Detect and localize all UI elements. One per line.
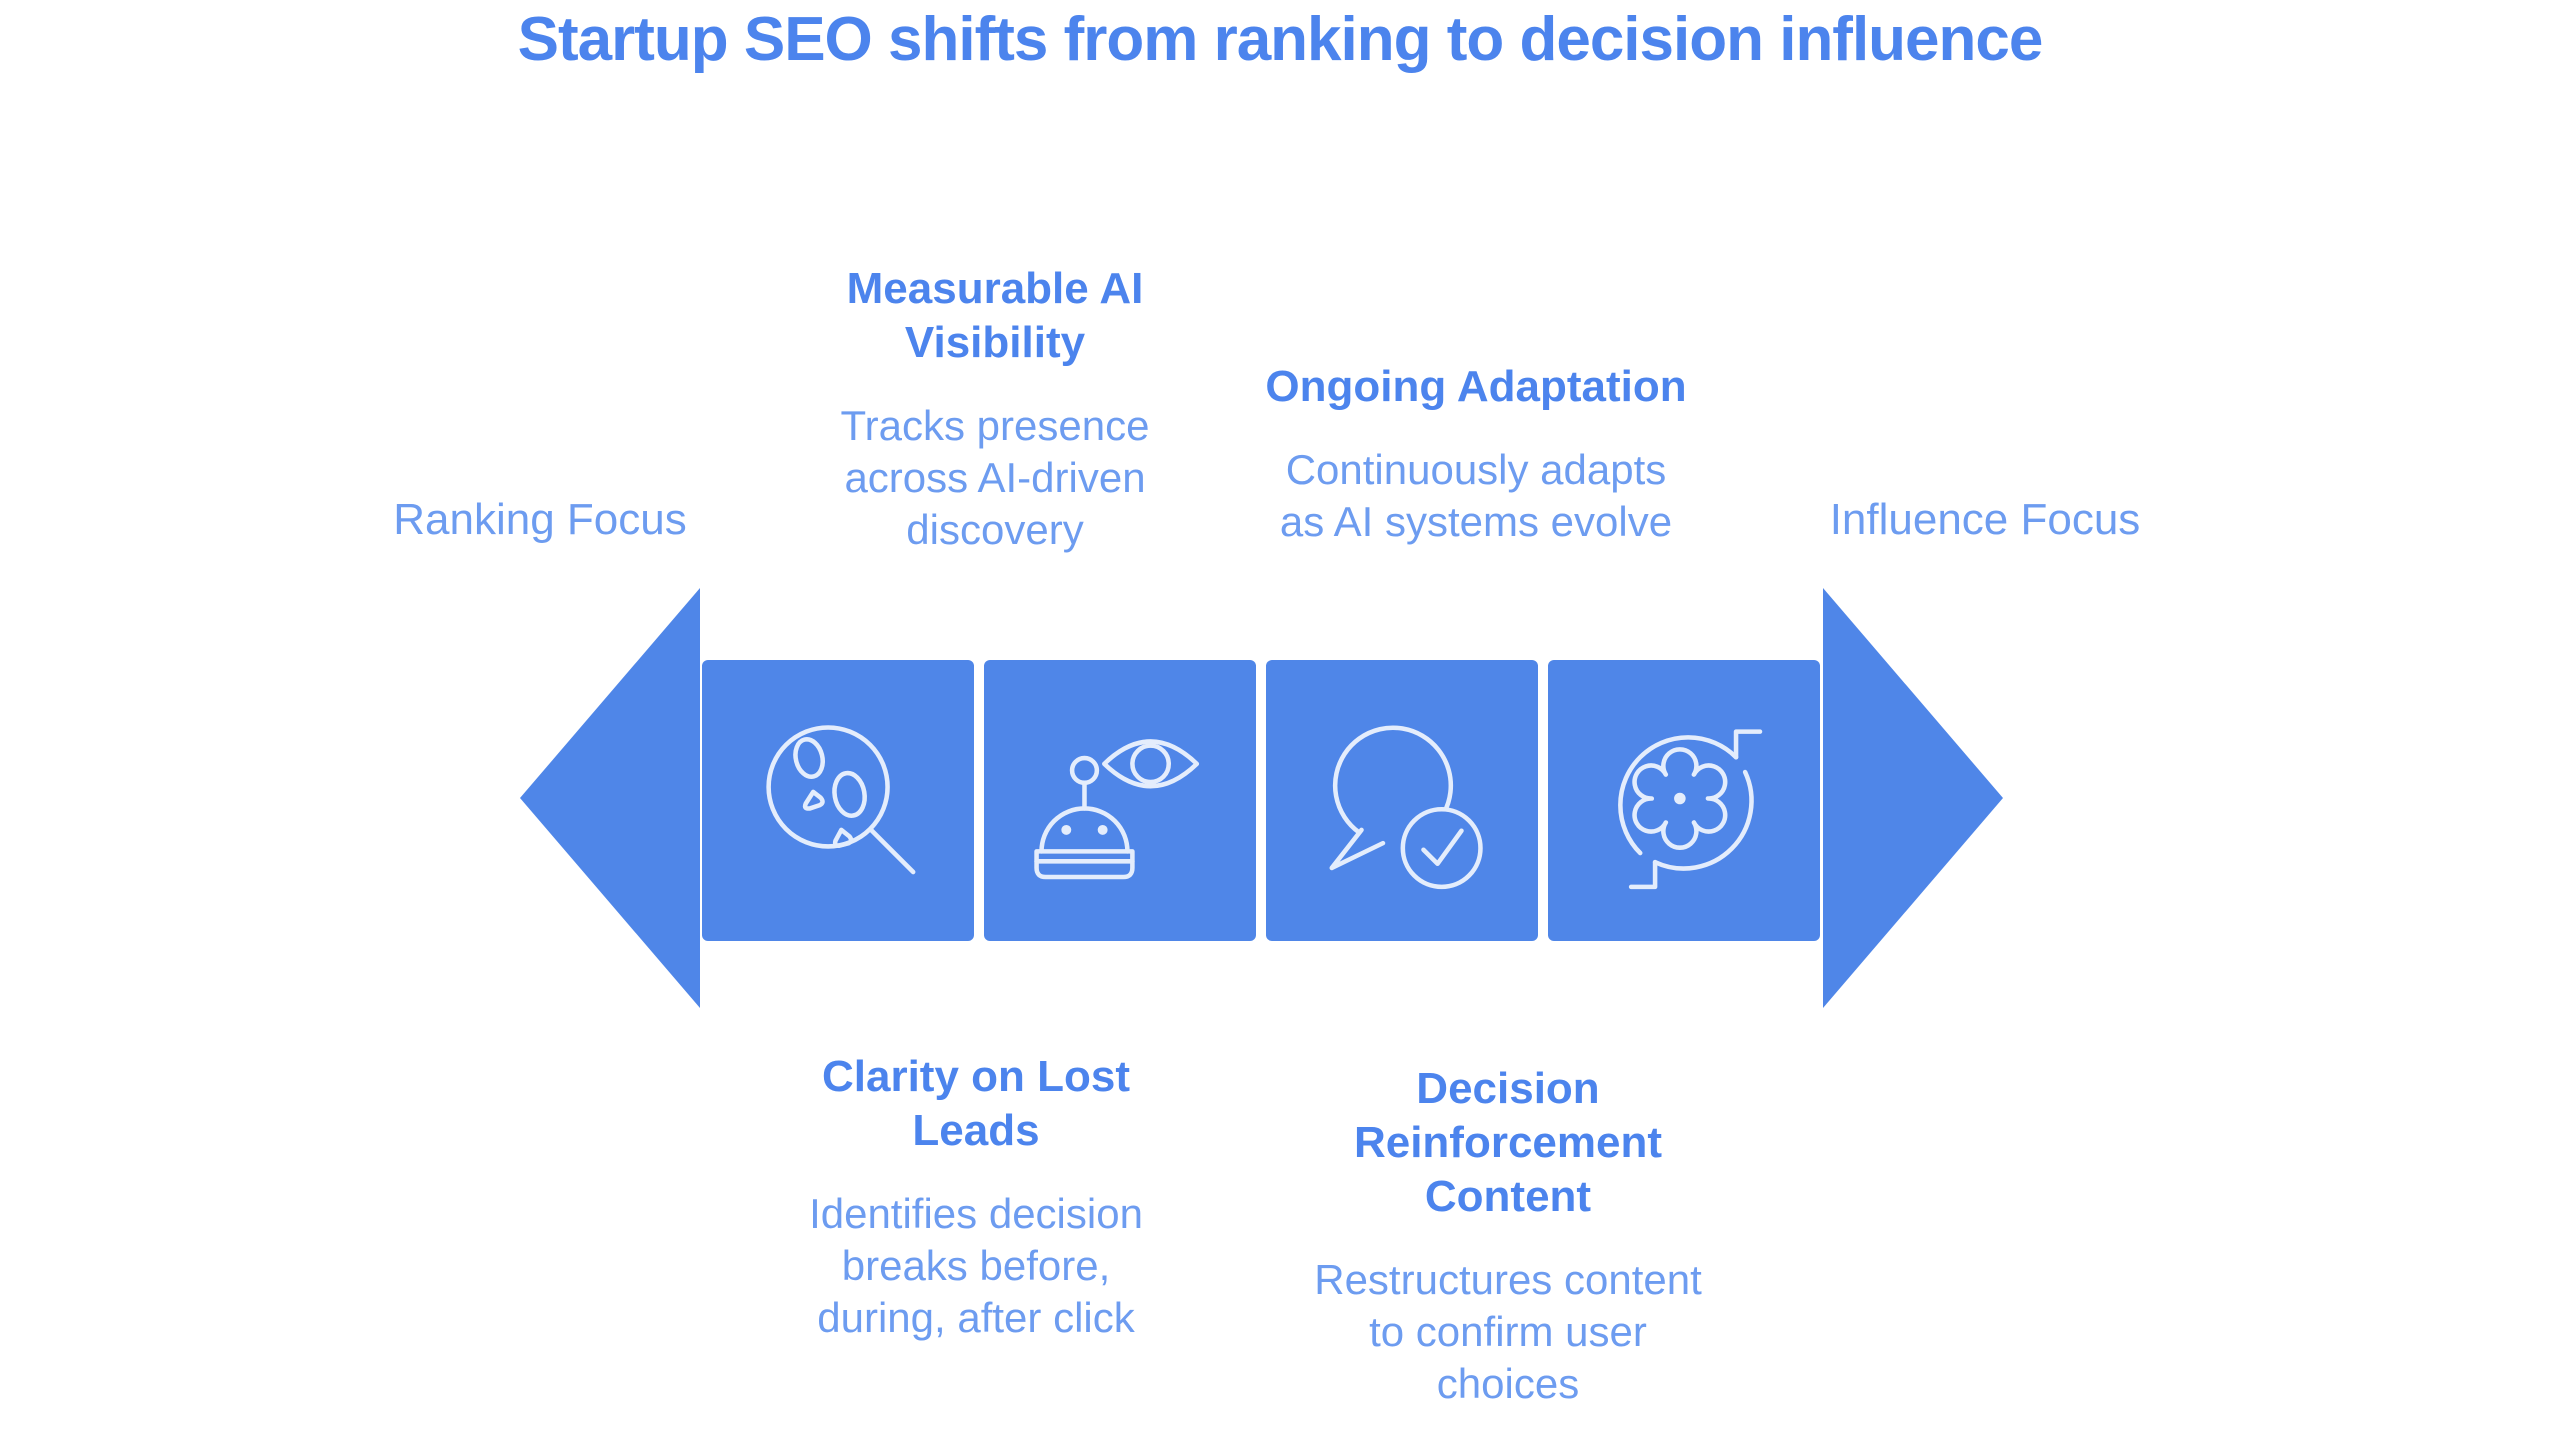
gear-sync-icon: [1618, 728, 1763, 889]
right-arrowhead: [1823, 588, 2003, 1008]
step-box-adaptation: [1548, 660, 1820, 941]
label-block-clarity-on-lost-leads: Clarity on Lost Leads Identifies decisio…: [716, 1050, 1236, 1344]
step-box-search-analysis: [702, 660, 974, 941]
decision-reinforcement-content-heading: Decision Reinforcement Content: [1353, 1064, 1663, 1221]
step-box-decision-check: [1266, 660, 1538, 941]
left-arrowhead: [520, 588, 700, 1008]
measurable-ai-visibility-heading: Measurable AI Visibility: [846, 264, 1144, 367]
label-influence-focus: Influence Focus: [1829, 495, 2141, 544]
clarity-on-lost-leads-heading: Clarity on Lost Leads: [821, 1052, 1131, 1155]
ongoing-adaptation-heading: Ongoing Adaptation: [1265, 362, 1687, 411]
search-analysis-icon: [766, 724, 916, 874]
measurable-ai-visibility-body: Tracks presence across AI-driven discove…: [840, 402, 1150, 553]
label-block-ongoing-adaptation: Ongoing Adaptation Continuously adapts a…: [1196, 360, 1756, 548]
label-block-measurable-ai-visibility: Measurable AI Visibility Tracks presence…: [745, 262, 1245, 556]
label-block-decision-reinforcement-content: Decision Reinforcement Content Restructu…: [1248, 1062, 1768, 1410]
clarity-on-lost-leads-body: Identifies decision breaks before, durin…: [809, 1190, 1143, 1341]
label-ranking-focus: Ranking Focus: [393, 495, 687, 544]
ongoing-adaptation-body: Continuously adapts as AI systems evolve: [1279, 446, 1673, 545]
robot-eye-icon: [1034, 738, 1200, 879]
chat-check-icon: [1329, 724, 1483, 889]
page-title: Startup SEO shifts from ranking to decis…: [517, 5, 2044, 74]
step-box-ai-visibility: [984, 660, 1256, 941]
decision-reinforcement-content-body: Restructures content to confirm user cho…: [1314, 1256, 1702, 1407]
